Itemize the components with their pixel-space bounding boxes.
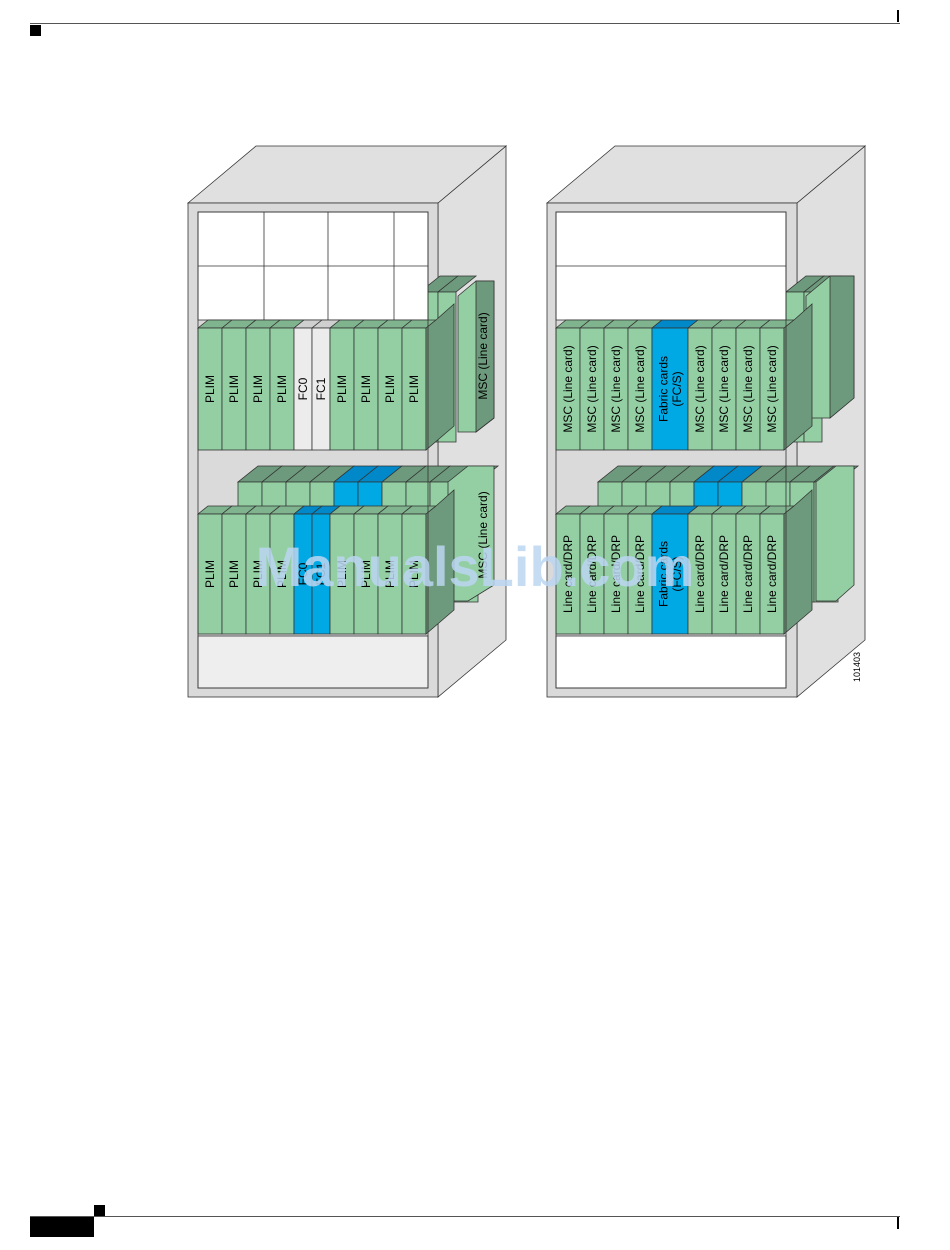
right-upper-card-label-3: MSC (Line card) — [633, 345, 647, 432]
left-lower-card-label-1: PLIM — [227, 560, 241, 588]
right-inner-frame — [555, 211, 787, 689]
right-lower-card-label-6: Line card/DRP — [717, 535, 731, 613]
right-lower-card-label-1: Line card/DRP — [585, 535, 599, 613]
right-upper-card-label-4: Fabric cards(FC/S) — [657, 356, 684, 422]
right-upper-card-label-8: MSC (Line card) — [765, 345, 779, 432]
bottom-left-tab — [30, 1217, 94, 1237]
right-chassis — [545, 145, 867, 698]
right-upper-card-label-6: MSC (Line card) — [717, 345, 731, 432]
right-lower-card-6 — [711, 513, 737, 635]
bottom-rule — [30, 1216, 900, 1217]
top-rule — [30, 23, 900, 24]
right-upper-row-side — [783, 303, 813, 451]
right-upper-card-3 — [627, 327, 653, 451]
left-lower-card-8 — [377, 513, 403, 635]
right-upper-card-2 — [603, 327, 629, 451]
left-lower-card-0 — [197, 513, 223, 635]
right-upper-card-label-2: MSC (Line card) — [609, 345, 623, 432]
bottom-left-marker — [94, 1205, 105, 1216]
left-upper-card-2 — [245, 327, 271, 451]
left-upper-card-label-2: PLIM — [251, 375, 265, 403]
left-lower-card-1 — [221, 513, 247, 635]
left-rear-label-upper: MSC (Line card) — [476, 312, 490, 399]
left-upper-card-3 — [269, 327, 295, 451]
right-lower-card-7 — [735, 513, 761, 635]
left-rear-msc-upper-side — [475, 280, 495, 433]
right-bottom-panel — [555, 635, 787, 689]
right-rear-block-lower — [815, 465, 855, 602]
right-lower-card-label-8: Line card/DRP — [765, 535, 779, 613]
right-upper-card-8 — [759, 327, 785, 451]
right-lower-card-label-3: Line card/DRP — [633, 535, 647, 613]
right-upper-card-6 — [711, 327, 737, 451]
figure-id: 101403 — [852, 651, 862, 682]
right-upper-card-4 — [651, 327, 689, 451]
left-lower-card-label-5: FC1 — [314, 562, 328, 585]
left-lower-card-3 — [269, 513, 295, 635]
right-upper-card-7 — [735, 327, 761, 451]
left-upper-card-9 — [401, 327, 427, 451]
left-lower-card-label-0: PLIM — [203, 560, 217, 588]
left-upper-card-label-6: PLIM — [335, 375, 349, 403]
right-upper-card-label-7: MSC (Line card) — [741, 345, 755, 432]
left-upper-card-label-1: PLIM — [227, 375, 241, 403]
left-upper-card-6 — [329, 327, 355, 451]
left-rear-label-lower: MSC (Line card) — [476, 491, 490, 578]
left-upper-card-label-8: PLIM — [383, 375, 397, 403]
right-upper-card-label-0: MSC (Line card) — [561, 345, 575, 432]
right-upper-card-label-1: MSC (Line card) — [585, 345, 599, 432]
left-lower-card-2 — [245, 513, 271, 635]
right-upper-card-0 — [555, 327, 581, 451]
right-lower-card-1 — [579, 513, 605, 635]
right-lower-card-4 — [651, 513, 689, 635]
left-upper-card-8 — [377, 327, 403, 451]
right-lower-card-label-7: Line card/DRP — [741, 535, 755, 613]
right-lower-row-side — [783, 489, 813, 635]
left-lower-row-side — [425, 489, 455, 635]
left-upper-card-label-3: PLIM — [275, 375, 289, 403]
right-lower-card-label-5: Line card/DRP — [693, 535, 707, 613]
left-upper-row-side — [425, 303, 455, 451]
top-right-tick — [897, 10, 899, 22]
left-chassis — [186, 145, 508, 698]
left-upper-card-label-9: PLIM — [407, 375, 421, 403]
left-upper-card-0 — [197, 327, 223, 451]
left-upper-card-label-4: FC0 — [296, 377, 310, 400]
left-upper-card-label-7: PLIM — [359, 375, 373, 403]
left-lower-card-label-2: PLIM — [251, 560, 265, 588]
left-lower-card-7 — [353, 513, 379, 635]
right-upper-card-label-5: MSC (Line card) — [693, 345, 707, 432]
right-rear-block-upper-side — [829, 275, 855, 419]
left-lower-card-label-7: PLIM — [359, 560, 373, 588]
right-lower-card-label-0: Line card/DRP — [561, 535, 575, 613]
right-lower-card-label-4: Fabric cards(FC/S) — [657, 541, 684, 607]
right-upper-card-1 — [579, 327, 605, 451]
left-lower-card-label-4: FC0 — [296, 562, 310, 585]
left-upper-card-label-5: FC1 — [314, 377, 328, 400]
right-lower-card-label-2: Line card/DRP — [609, 535, 623, 613]
left-bottom-panel — [197, 635, 429, 689]
left-lower-card-label-8: PLIM — [383, 560, 397, 588]
left-inner-frame — [197, 211, 429, 689]
bottom-right-tick — [897, 1217, 899, 1229]
left-upper-card-label-0: PLIM — [203, 375, 217, 403]
left-lower-card-label-9: PLIM — [407, 560, 421, 588]
right-lower-card-8 — [759, 513, 785, 635]
left-lower-card-label-6: PLIM — [335, 560, 349, 588]
top-left-marker — [30, 25, 41, 36]
left-lower-card-label-3: PLIM — [275, 560, 289, 588]
